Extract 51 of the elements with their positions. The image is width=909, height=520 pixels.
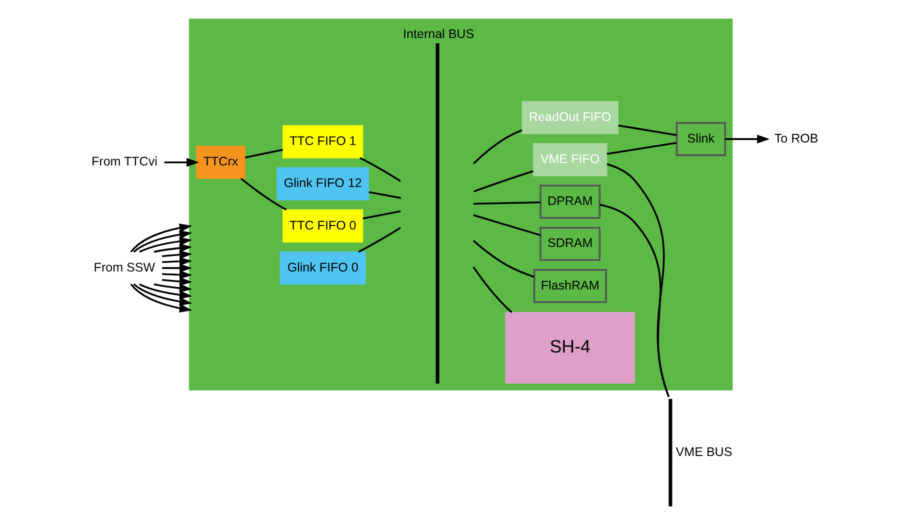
arrow — [162, 277, 192, 286]
connector — [472, 129, 522, 164]
arrow — [130, 284, 192, 313]
node-text: From TTCvi — [90, 154, 157, 169]
node-box: TTC FIFO 1 — [282, 125, 363, 158]
arrow — [162, 250, 192, 260]
node-label: Internal BUS — [402, 27, 474, 42]
connector — [240, 178, 286, 210]
connector — [472, 214, 540, 236]
connector — [368, 191, 400, 199]
connector — [472, 266, 512, 313]
node-box: SDRAM — [539, 226, 600, 261]
node-box: ReadOut FIFO — [521, 101, 618, 134]
node-label: VME BUS — [675, 444, 732, 459]
connector — [472, 201, 540, 205]
arrow — [724, 134, 770, 144]
connector — [244, 148, 283, 158]
node-box — [435, 43, 439, 384]
connector — [362, 210, 400, 220]
node-text: From SSW — [93, 260, 155, 274]
arrow — [132, 284, 192, 306]
node-box: SH-4 — [504, 312, 635, 384]
node-text: To ROB — [774, 131, 818, 146]
arrow — [138, 283, 192, 300]
arrow — [164, 158, 199, 167]
arrow — [130, 224, 192, 252]
connector — [618, 124, 676, 136]
connector — [606, 163, 670, 398]
connector — [358, 226, 400, 253]
connector — [359, 157, 400, 182]
connector — [472, 240, 534, 278]
node-box: DPRAM — [539, 184, 600, 219]
arrow — [153, 283, 192, 293]
connector — [606, 142, 676, 155]
arrow — [162, 270, 192, 280]
node-box: TTCrx — [196, 146, 245, 179]
node-box: TTC FIFO 0 — [282, 209, 363, 243]
node-box: Glink FIFO 0 — [279, 252, 366, 285]
node-box — [668, 398, 672, 506]
node-box: Slink — [675, 122, 726, 156]
arrow — [132, 230, 192, 253]
arrow — [162, 256, 192, 266]
arrow — [138, 236, 192, 253]
connector — [599, 204, 670, 398]
cluster — [188, 18, 732, 390]
node-box: Glink FIFO 12 — [276, 167, 368, 200]
arrow — [153, 244, 192, 253]
node-box: FlashRAM — [532, 268, 606, 303]
arrow — [162, 264, 192, 272]
node-box: VME FIFO — [532, 143, 607, 176]
connector — [472, 170, 533, 192]
